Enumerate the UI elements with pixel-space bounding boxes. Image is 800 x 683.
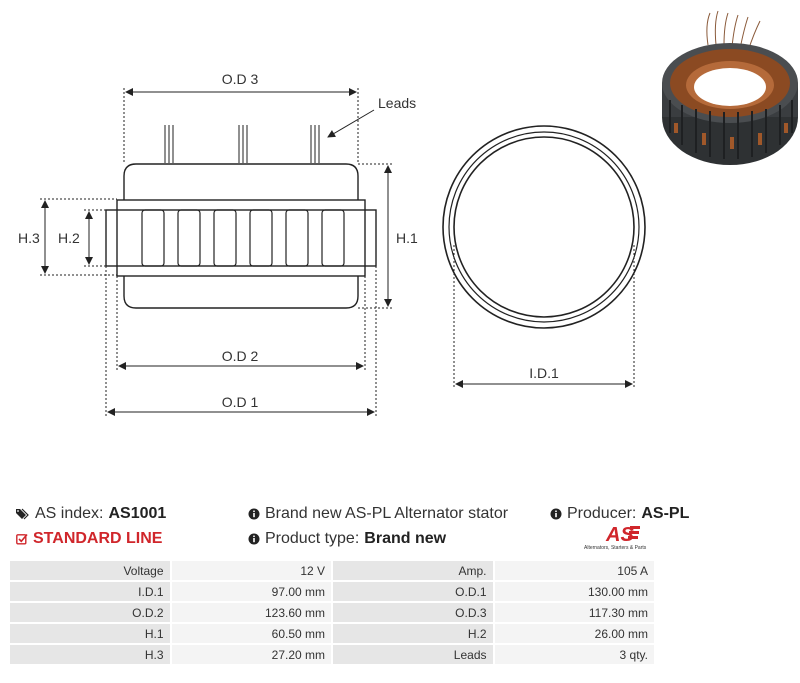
spec-label: Amp. [333, 561, 493, 580]
spec-value: 26.00 mm [494, 624, 654, 643]
info-icon [248, 508, 260, 520]
spec-label: Leads [333, 645, 493, 664]
spec-value: 12 V [171, 561, 331, 580]
tags-icon [16, 508, 30, 520]
as-pl-logo: AS Alternators, Starters & Parts [584, 522, 650, 552]
label-od2: O.D 2 [222, 348, 259, 364]
label-h1: H.1 [396, 230, 418, 246]
spec-value: 123.60 mm [171, 603, 331, 622]
technical-drawing: O.D 3 Leads H.3 H.2 H.1 O.D 2 O.D 1 I.D.… [18, 71, 646, 416]
as-index-label: AS index: [35, 505, 104, 522]
stator-top-view [442, 125, 646, 329]
spec-value: 3 qty. [494, 645, 654, 664]
label-h3: H.3 [18, 230, 40, 246]
as-index-value: AS1001 [108, 505, 167, 522]
top-view-dimensions [453, 245, 635, 388]
spec-value: 27.20 mm [171, 645, 331, 664]
spec-label: O.D.3 [333, 603, 493, 622]
label-h2: H.2 [58, 230, 80, 246]
producer-label: Producer: [567, 505, 637, 522]
spec-label: Voltage [10, 561, 170, 580]
spec-label: I.D.1 [10, 582, 170, 601]
spec-label: O.D.2 [10, 603, 170, 622]
description-text: Brand new AS-PL Alternator stator [265, 505, 509, 522]
label-od3: O.D 3 [222, 71, 259, 87]
logo-tagline: Alternators, Starters & Parts [584, 545, 647, 551]
product-type: Product type: Brand new [248, 530, 446, 548]
logo-text: AS [605, 524, 634, 546]
label-id1: I.D.1 [529, 365, 559, 381]
check-square-icon [16, 533, 28, 545]
standard-line: STANDARD LINE [16, 530, 162, 548]
as-index: AS index: AS1001 [16, 505, 166, 523]
description: Brand new AS-PL Alternator stator [248, 505, 508, 523]
stator-side-view [105, 125, 377, 309]
producer: Producer: AS-PL [550, 505, 689, 523]
spec-label: O.D.1 [333, 582, 493, 601]
product-type-value: Brand new [364, 530, 447, 547]
product-type-label: Product type: [265, 530, 360, 547]
spec-value: 97.00 mm [171, 582, 331, 601]
spec-label: H.2 [333, 624, 493, 643]
product-photo [662, 10, 798, 165]
label-leads: Leads [378, 95, 416, 111]
label-od1: O.D 1 [222, 394, 259, 410]
spec-value: 117.30 mm [494, 603, 654, 622]
side-view-dimensions [40, 88, 392, 416]
spec-value: 130.00 mm [494, 582, 654, 601]
info-icon [248, 533, 260, 545]
spec-value: 105 A [494, 561, 654, 580]
info-icon [550, 508, 562, 520]
spec-label: H.3 [10, 645, 170, 664]
producer-value: AS-PL [641, 505, 690, 522]
spec-value: 60.50 mm [171, 624, 331, 643]
spec-label: H.1 [10, 624, 170, 643]
standard-line-label: STANDARD LINE [33, 530, 163, 547]
